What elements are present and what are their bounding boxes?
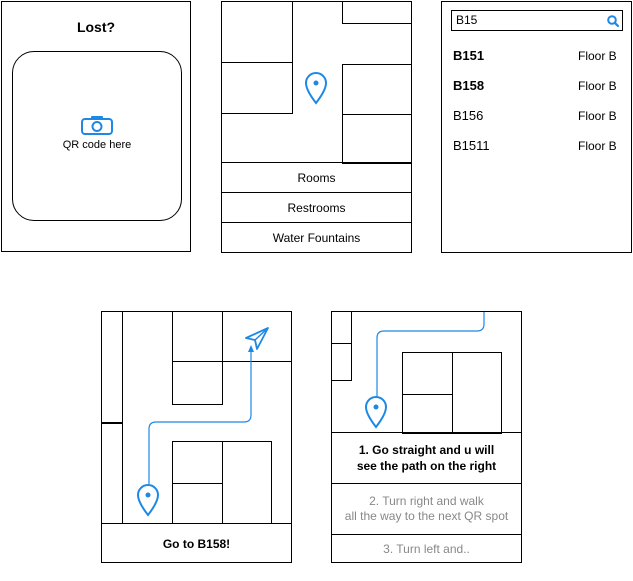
lost-title: Lost? xyxy=(76,19,116,35)
result-floor: Floor B xyxy=(578,109,617,123)
map-room xyxy=(342,114,412,164)
direction-step[interactable]: 2. Turn right and walk all the way to th… xyxy=(332,483,521,534)
search-screen: B15 B151 Floor B B158 Floor B B156 Floor… xyxy=(441,1,632,253)
result-row[interactable]: B156 Floor B xyxy=(442,106,631,126)
map-room xyxy=(331,343,352,381)
result-floor: Floor B xyxy=(578,139,617,153)
result-room: B158 xyxy=(453,78,485,93)
result-room: B1511 xyxy=(453,138,490,153)
search-input[interactable]: B15 xyxy=(451,10,623,31)
route-path xyxy=(148,345,254,484)
goal-banner: Go to B158! xyxy=(102,523,291,563)
map-pin-icon xyxy=(304,72,328,105)
map-pin-icon xyxy=(136,484,160,517)
result-row[interactable]: B151 Floor B xyxy=(442,46,631,66)
search-input-value: B15 xyxy=(456,13,478,27)
map-screen: Rooms Restrooms Water Fountains xyxy=(221,1,412,253)
map-room xyxy=(101,311,123,423)
category-water-fountains[interactable]: Water Fountains xyxy=(222,222,411,253)
result-row[interactable]: B158 Floor B xyxy=(442,76,631,96)
lost-screen: Lost? QR code here xyxy=(1,1,191,252)
result-floor: Floor B xyxy=(578,49,617,63)
result-room: B156 xyxy=(453,108,484,123)
qr-label: QR code here xyxy=(62,139,132,151)
map-room xyxy=(452,352,502,434)
category-rooms[interactable]: Rooms xyxy=(222,162,411,192)
map-room xyxy=(172,361,223,405)
direction-step-current[interactable]: 1. Go straight and u will see the path o… xyxy=(332,432,521,483)
map-room xyxy=(342,1,412,24)
result-room: B151 xyxy=(453,48,485,63)
camera-icon xyxy=(81,116,113,135)
category-restrooms[interactable]: Restrooms xyxy=(222,192,411,222)
result-row[interactable]: B1511 Floor B xyxy=(442,136,631,156)
route-screen: Go to B158! xyxy=(101,311,292,563)
qr-scan-area[interactable]: QR code here xyxy=(12,51,182,221)
navigation-arrow-icon xyxy=(245,327,269,350)
search-icon[interactable] xyxy=(607,15,620,28)
map-room xyxy=(221,62,293,114)
route-path xyxy=(376,312,485,396)
result-floor: Floor B xyxy=(578,79,617,93)
map-room xyxy=(342,64,412,115)
map-room xyxy=(221,1,293,63)
direction-step[interactable]: 3. Turn left and.. xyxy=(332,534,521,563)
map-pin-icon xyxy=(364,396,388,429)
directions-screen: 1. Go straight and u will see the path o… xyxy=(331,311,522,563)
map-room xyxy=(222,311,292,362)
